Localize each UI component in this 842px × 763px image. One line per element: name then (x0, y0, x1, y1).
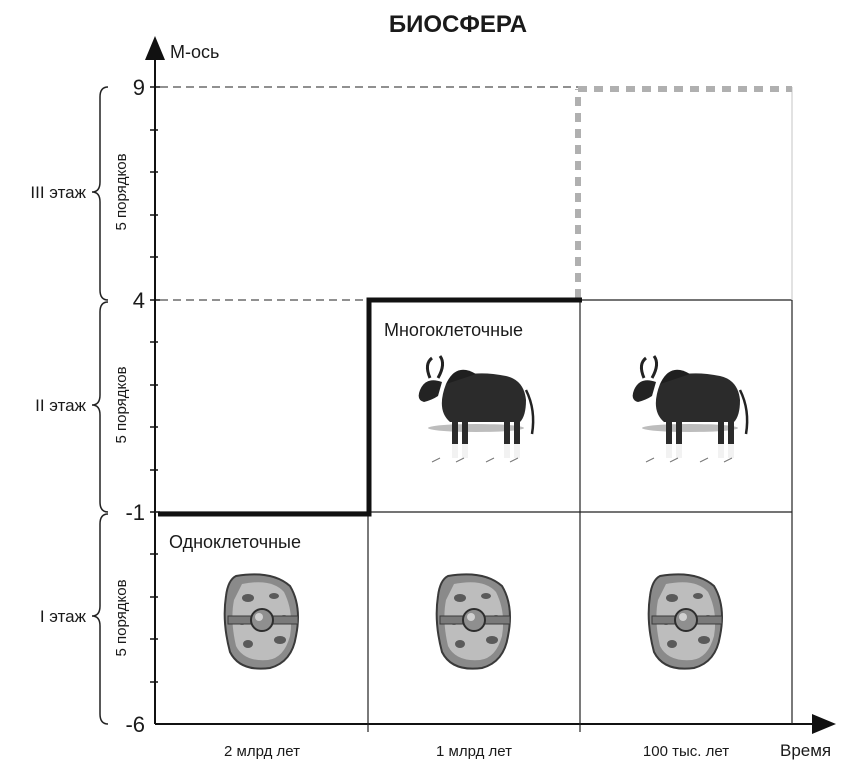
diagram-title: БИОСФЕРА (389, 11, 527, 38)
y-tick-minus1: -1 (125, 500, 145, 525)
bull-icon (633, 356, 747, 462)
multicellular-label: Многоклеточные (384, 320, 523, 340)
floor-1-label: I этаж (40, 607, 87, 626)
y-tick-minus6: -6 (125, 712, 145, 737)
floor-3-label: III этаж (30, 183, 86, 202)
y-tick-4: 4 (133, 288, 145, 313)
x-tick-2-billion: 2 млрд лет (224, 743, 300, 760)
floor-3-span: 5 порядков (113, 153, 130, 230)
bull-icon (419, 356, 533, 462)
floor-braces (92, 87, 108, 724)
cell-icon (437, 574, 510, 668)
unicellular-label: Одноклеточные (169, 532, 301, 552)
x-tick-1-billion: 1 млрд лет (436, 743, 512, 760)
floor-2-span: 5 порядков (113, 366, 130, 443)
reference-dashes (160, 87, 578, 300)
floor-1-span: 5 порядков (113, 579, 130, 656)
x-tick-100-thousand: 100 тыс. лет (643, 743, 729, 760)
y-axis-label: М-ось (170, 42, 219, 62)
future-boundary (578, 89, 792, 298)
cell-icon (225, 574, 298, 668)
cell-icon (649, 574, 722, 668)
floor-2-label: II этаж (35, 396, 87, 415)
x-axis-label: Время (780, 741, 831, 760)
y-tick-9: 9 (133, 75, 145, 100)
